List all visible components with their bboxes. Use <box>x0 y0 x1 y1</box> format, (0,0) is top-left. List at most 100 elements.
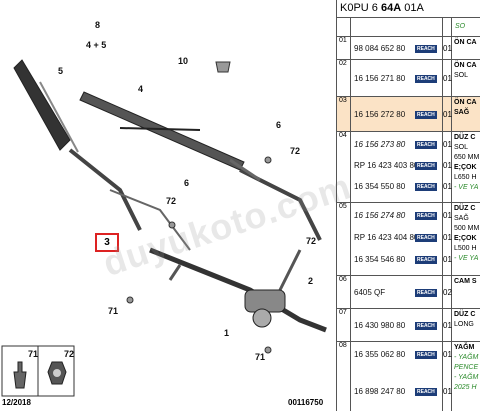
part-description: SAĞ <box>454 215 469 222</box>
callout-2: 2 <box>308 276 314 286</box>
part-qty: 01 <box>443 44 452 53</box>
reach-badge: REACH <box>415 75 437 83</box>
part-qty: 01 <box>443 255 452 264</box>
reach-badge: REACH <box>415 388 437 396</box>
reach-badge: REACH <box>415 351 437 359</box>
part-description: ÖN CA <box>454 62 477 69</box>
diagram-drawing <box>1 59 327 397</box>
part-description: ÖN CA <box>454 99 477 106</box>
part-number[interactable]: RP 16 423 404 80 <box>354 233 419 242</box>
reach-badge: REACH <box>415 256 437 264</box>
row-index: 01 <box>337 37 351 59</box>
table-header: K0PU 6 64A 01A <box>337 0 480 18</box>
part-number[interactable]: 16 156 272 80 <box>354 110 406 119</box>
row-index: 06 <box>337 276 351 308</box>
row-index: 03 <box>337 97 351 131</box>
callout-71-left: 71 <box>108 306 119 316</box>
part-description: DÜZ C <box>454 134 476 141</box>
part-description: DÜZ C <box>454 311 476 318</box>
part-description: CAM S <box>454 278 477 285</box>
callout-3-highlighted: 3 <box>95 233 119 252</box>
part-description: YAĞM <box>454 344 475 351</box>
row-index: 04 <box>337 132 351 202</box>
part-description: 500 MM <box>454 225 480 232</box>
callout-72-top: 72 <box>290 146 301 156</box>
part-description: LONG <box>454 321 474 328</box>
reach-badge: REACH <box>415 322 437 330</box>
reach-badge: REACH <box>415 141 437 149</box>
part-description: - YAĞM <box>454 354 479 361</box>
table-subheader: SO <box>337 18 480 37</box>
part-number[interactable]: 98 084 652 80 <box>354 44 406 53</box>
callout-4-5: 4 + 5 <box>86 40 107 50</box>
callout-72-mid: 72 <box>166 196 177 206</box>
part-description: SOL <box>454 72 469 79</box>
part-description: 650 MM <box>454 154 480 161</box>
part-description: 2025 H <box>454 384 477 391</box>
part-qty: 01 <box>443 350 452 359</box>
wiper-blade-left <box>13 59 71 151</box>
reach-badge: REACH <box>415 234 437 242</box>
inset-label-71: 71 <box>28 349 39 359</box>
part-number[interactable]: 16 156 273 80 <box>354 140 406 149</box>
callout-10: 10 <box>178 56 189 66</box>
callout-71-bottom: 71 <box>255 352 266 362</box>
part-number[interactable]: 16 898 247 80 <box>354 387 406 396</box>
row-index: 07 <box>337 309 351 341</box>
part-number[interactable]: 16 355 062 80 <box>354 350 406 359</box>
part-qty: 01 <box>443 140 452 149</box>
callout-4: 4 <box>138 84 144 94</box>
part-qty: 01 <box>443 182 452 191</box>
part-number[interactable]: 16 156 274 80 <box>354 211 406 220</box>
part-description: - VE YA <box>454 184 479 191</box>
part-number[interactable]: 16 430 980 80 <box>354 321 406 330</box>
callout-6-top: 6 <box>276 120 282 130</box>
subheader-label: SO <box>455 23 466 30</box>
reach-badge: REACH <box>415 111 437 119</box>
callout-5: 5 <box>58 66 64 76</box>
callout-6-mid: 6 <box>184 178 190 188</box>
part-description: ÖN CA <box>454 39 477 46</box>
part-qty: 01 <box>443 321 452 330</box>
wiper-blade-right <box>79 91 245 171</box>
part-qty: 01 <box>443 161 452 170</box>
part-number[interactable]: 16 156 271 80 <box>354 74 406 83</box>
part-description: PENCE <box>454 364 479 371</box>
diagram-ref: 00116750 <box>288 398 324 407</box>
diagram-date: 12/2018 <box>2 398 31 407</box>
part-description: - VE YA <box>454 255 479 262</box>
parts-diagram: 8 4 + 5 10 5 4 6 72 72 6 3 71 1 2 71 72 … <box>1 20 357 407</box>
part-number[interactable]: 6405 QF <box>354 288 386 297</box>
part-description: E;ÇOK <box>454 164 477 171</box>
reach-badge: REACH <box>415 162 437 170</box>
reach-badge: REACH <box>415 45 437 53</box>
part-description: E;ÇOK <box>454 235 477 242</box>
part-qty: 01 <box>443 110 452 119</box>
part-description: DÜZ C <box>454 205 476 212</box>
part-number[interactable]: RP 16 423 403 80 <box>354 161 419 170</box>
divider <box>336 0 337 411</box>
part-qty: 01 <box>443 74 452 83</box>
wiper-motor <box>244 289 286 313</box>
part-number[interactable]: 16 354 546 80 <box>354 255 406 264</box>
reach-badge: REACH <box>415 212 437 220</box>
part-description: SAĞ <box>454 109 470 116</box>
row-index: 05 <box>337 203 351 275</box>
part-qty: 01 <box>443 211 452 220</box>
part-description: - YAĞM <box>454 374 479 381</box>
wiper-arm-left <box>68 148 142 231</box>
part-description: L500 H <box>454 245 477 252</box>
inset-label-72: 72 <box>64 349 75 359</box>
callout-72-right: 72 <box>306 236 317 246</box>
part-number[interactable]: 16 354 550 80 <box>354 182 406 191</box>
callout-1: 1 <box>224 328 230 338</box>
reach-badge: REACH <box>415 183 437 191</box>
